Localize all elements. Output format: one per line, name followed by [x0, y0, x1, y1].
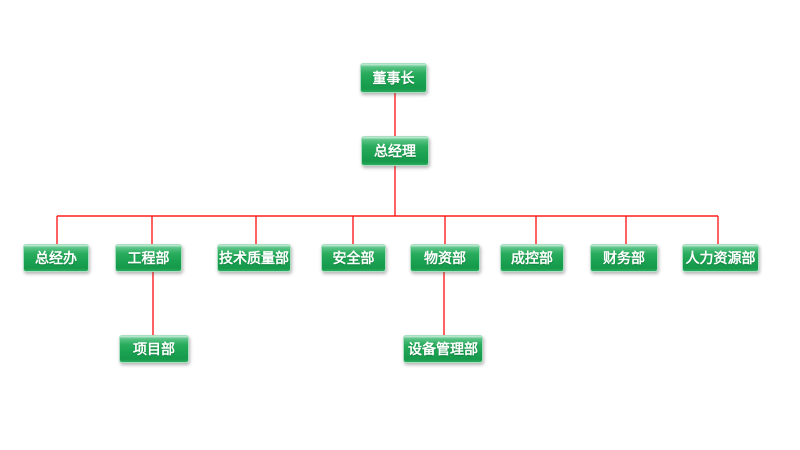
org-node-finance[interactable]: 财务部	[590, 244, 658, 272]
org-node-label: 项目部	[133, 341, 175, 357]
org-node-label: 技术质量部	[219, 250, 289, 266]
org-node-label: 人力资源部	[685, 250, 756, 266]
org-node-label: 总经理	[374, 143, 416, 159]
org-node-hr[interactable]: 人力资源部	[682, 244, 759, 272]
org-node-label: 成控部	[511, 250, 553, 266]
org-node-label: 设备管理部	[408, 341, 478, 357]
org-node-cost-control[interactable]: 成控部	[500, 244, 564, 272]
org-node-label: 物资部	[424, 250, 466, 266]
org-node-chairman[interactable]: 董事长	[360, 63, 427, 93]
org-node-label: 财务部	[603, 250, 645, 266]
org-node-project[interactable]: 项目部	[119, 335, 189, 363]
org-node-tech-quality[interactable]: 技术质量部	[217, 244, 291, 272]
org-node-general-manager[interactable]: 总经理	[361, 136, 429, 166]
org-node-label: 安全部	[332, 250, 375, 266]
org-node-label: 工程部	[127, 250, 170, 266]
org-node-engineering[interactable]: 工程部	[115, 244, 182, 272]
org-node-materials[interactable]: 物资部	[410, 244, 480, 272]
org-node-gm-office[interactable]: 总经办	[23, 244, 89, 272]
org-node-label: 总经办	[35, 250, 77, 266]
org-node-safety[interactable]: 安全部	[321, 244, 386, 272]
org-node-label: 董事长	[372, 70, 415, 86]
org-node-equipment-mgmt[interactable]: 设备管理部	[403, 335, 483, 363]
